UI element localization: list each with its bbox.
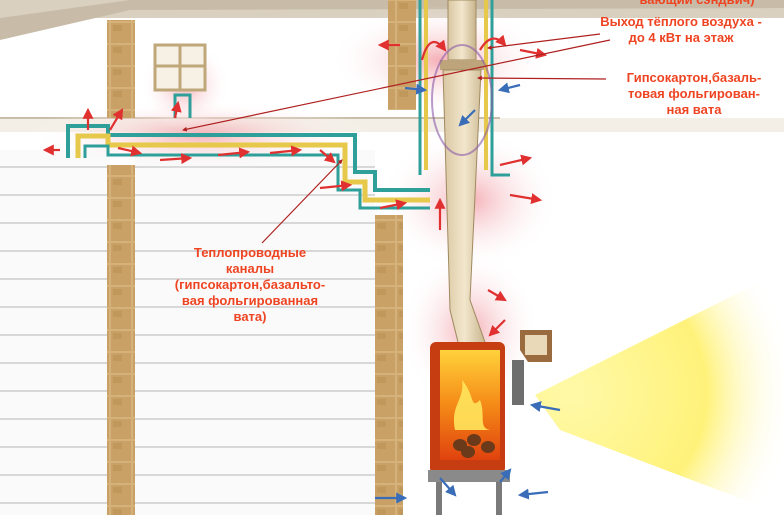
light-beam (535, 270, 784, 515)
label-warm-air-output: Выход тёплого воздуха - до 4 кВт на этаж (600, 14, 762, 45)
leader-lines (182, 33, 611, 244)
window-icon (153, 43, 207, 92)
chimney-pipe-icon (431, 0, 493, 359)
label-plasterboard-insulation: Гипсокартон,базаль- товая фольгирован- н… (626, 70, 762, 117)
fire-icon (453, 380, 495, 458)
brick-columns (107, 0, 416, 515)
shelf (520, 330, 552, 362)
label-sandwich-pipe: вающий сэндвич) (607, 0, 784, 8)
label-heat-channels: Теплопроводные каналы (гипсокартон,базал… (174, 245, 326, 324)
warm-air-arrow-icon (42, 34, 548, 337)
cold-air-arrow-icon (375, 82, 561, 504)
